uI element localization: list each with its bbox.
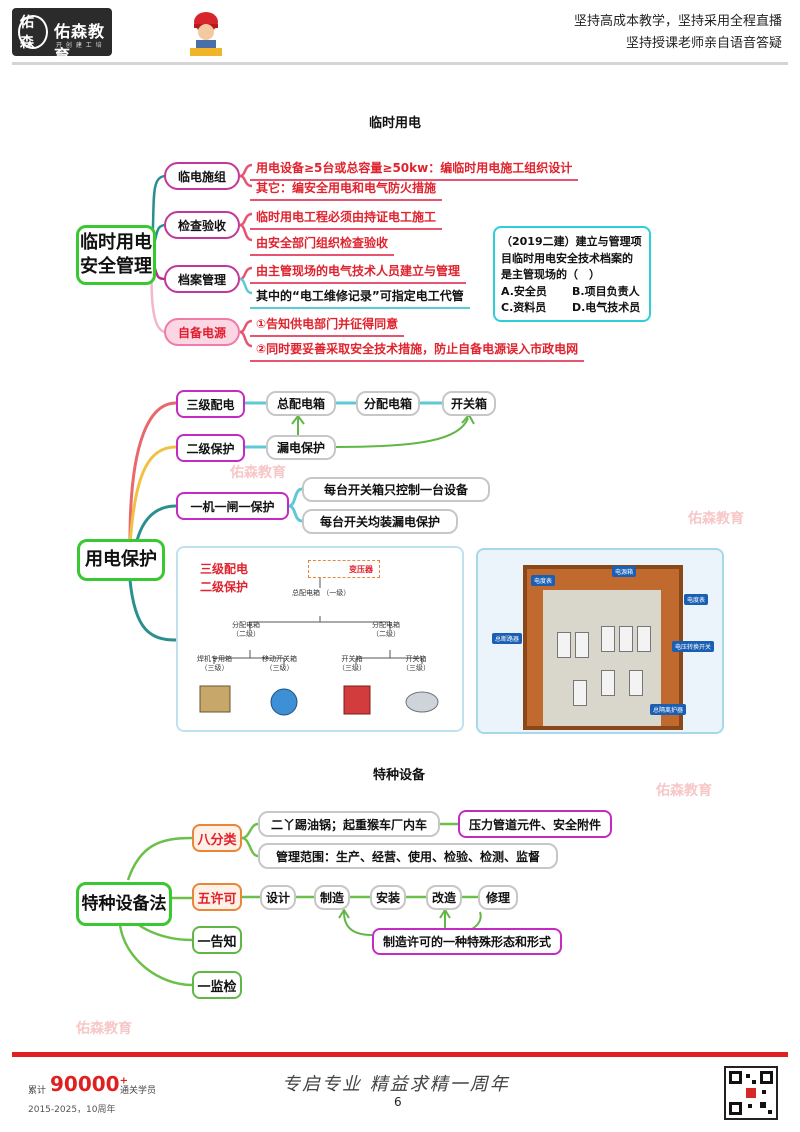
- manufacture-license-note: 制造许可的一种特殊形态和形式: [372, 928, 562, 955]
- section-title-temp-power: 临时用电: [369, 116, 422, 131]
- footer-prefix: 累计: [28, 1086, 47, 1096]
- branch-eight-categories: 八分类: [192, 824, 242, 852]
- leaf-plan-1: 用电设备≥5台或总容量≥50kw：编临时用电施工组织设计: [250, 156, 579, 181]
- branch-temp-power-plan: 临电施组: [164, 162, 240, 190]
- photo-label: 总隔离护器: [650, 704, 687, 715]
- license-repair: 修理: [478, 885, 518, 910]
- tree-switch-box-2: 移动开关箱 （三级）: [262, 655, 297, 673]
- option-a: A.安全员: [501, 284, 547, 298]
- switch-box: 开关箱: [442, 391, 496, 416]
- photo-label: 电度表: [531, 575, 556, 586]
- transformer-text: 变压器: [349, 564, 373, 574]
- distribution-tree-lines: [199, 578, 439, 716]
- branch-two-level-protection: 二级保护: [176, 434, 245, 462]
- logo-mark-icon: 佑森: [18, 15, 48, 51]
- tree-switch-box-1: 焊机专用箱 （三级）: [197, 655, 232, 673]
- photo-label: 总断路器: [492, 633, 523, 644]
- question-stem: （2019二建）建立与管理项目临时用电安全技术档案的是主管现场的（ ）: [501, 235, 642, 281]
- leaf-backup-1: ①告知供电部门并征得同意: [250, 312, 405, 337]
- footer-count-label: 通关学员: [120, 1086, 157, 1096]
- brand-logo: 佑森 佑森教育 开 创 建 工 培 训: [12, 8, 112, 65]
- sub-distribution-box: 分配电箱: [356, 391, 420, 416]
- leaf-backup-2: ②同时要妥善采取安全技术措施，防止自备电源误入市政电网: [250, 337, 585, 362]
- slogan-line-1: 坚持高成本教学，坚持采用全程直播: [573, 14, 782, 29]
- all-switches-leakage: 每台开关均装漏电保护: [302, 509, 458, 534]
- logo-subtitle: 开 创 建 工 培 训: [56, 42, 103, 58]
- leaf-archives-2: 其中的“电工维修记录”可指定电工代管: [250, 284, 470, 309]
- license-modify: 改造: [426, 885, 462, 910]
- leaf-inspection-1: 临时用电工程必须由持证电工施工: [250, 205, 443, 230]
- root-temp-power-safety: 临时用电 安全管理: [76, 225, 156, 285]
- eight-categories-mnemonic: 二丫踢油锅；起重猴车厂内车: [258, 811, 440, 837]
- pressure-pipe-note: 压力管道元件、安全附件: [458, 810, 612, 838]
- logo-name: 佑森教育: [54, 22, 106, 65]
- option-d: D.电气技术员: [572, 301, 641, 314]
- branch-one-machine-one-switch: 一机一闸一保护: [176, 492, 289, 520]
- exam-question-box: （2019二建）建立与管理项目临时用电安全技术档案的是主管现场的（ ） A.安全…: [493, 226, 651, 322]
- tree-sub-box-2: 分配电箱 （二级）: [372, 621, 400, 639]
- footer-divider: [12, 1052, 788, 1057]
- leaf-plan-2: 其它：编安全用电和电气防火措施: [250, 176, 443, 201]
- diagram-title-line-1: 三级配电: [200, 562, 249, 576]
- license-design: 设计: [260, 885, 296, 910]
- root-special-equipment-law: 特种设备法: [76, 882, 172, 926]
- main-distribution-box: 总配电箱: [266, 391, 336, 416]
- diagram-title-line-2: 二级保护: [200, 580, 249, 594]
- branch-three-level-distribution: 三级配电: [176, 390, 245, 418]
- photo-label: 电源箱: [612, 566, 637, 577]
- one-box-one-device: 每台开关箱只控制一台设备: [302, 477, 490, 502]
- option-c: C.资料员: [501, 301, 547, 314]
- branch-one-notification: 一告知: [192, 926, 242, 954]
- photo-label: 电压转换开关: [672, 641, 715, 652]
- footer-years: 2015-2025，10周年: [28, 1105, 116, 1115]
- watermark: 佑森教育: [76, 1021, 132, 1037]
- branch-archives: 档案管理: [164, 265, 240, 293]
- tree-sub-box-1: 分配电箱 （二级）: [232, 621, 260, 639]
- leakage-protection: 漏电保护: [266, 435, 336, 460]
- tree-main-box: 总配电箱 （一级）: [292, 589, 351, 597]
- branch-backup-power: 自备电源: [164, 318, 240, 346]
- section-title-special-equipment: 特种设备: [373, 768, 426, 783]
- page-number: 6: [394, 1095, 402, 1109]
- mascot-icon: [186, 8, 226, 58]
- leaf-archives-1: 由主管现场的电气技术人员建立与管理: [250, 259, 467, 284]
- slogan-line-2: 坚持授课老师亲自语音答疑: [625, 36, 782, 51]
- handwritten-signature: 专启专业 精益求精一周年: [282, 1074, 510, 1095]
- transformer-label: 变压器: [308, 560, 380, 578]
- header-divider: [12, 62, 788, 65]
- footer-student-count: 90000+: [50, 1072, 128, 1096]
- watermark: 佑森教育: [230, 465, 286, 481]
- leaf-inspection-2: 由安全部门组织检查验收: [250, 231, 395, 256]
- license-manufacture: 制造: [314, 885, 350, 910]
- tree-switch-box-3: 开关箱 （三级）: [338, 655, 366, 673]
- watermark: 佑森教育: [688, 511, 744, 527]
- photo-label: 电度表: [684, 594, 709, 605]
- tree-switch-box-4: 开关箱 （三级）: [402, 655, 430, 673]
- branch-one-inspection: 一监检: [192, 971, 242, 999]
- branch-inspection: 检查验收: [164, 211, 240, 239]
- option-b: B.项目负责人: [572, 284, 640, 298]
- cabinet-interior: [543, 590, 661, 726]
- license-install: 安装: [370, 885, 406, 910]
- root-power-protection: 用电保护: [77, 539, 165, 581]
- watermark: 佑森教育: [656, 783, 712, 799]
- management-scope: 管理范围：生产、经营、使用、检验、检测、监督: [258, 843, 558, 869]
- branch-five-licenses: 五许可: [192, 883, 242, 911]
- qr-code-icon: [724, 1066, 778, 1120]
